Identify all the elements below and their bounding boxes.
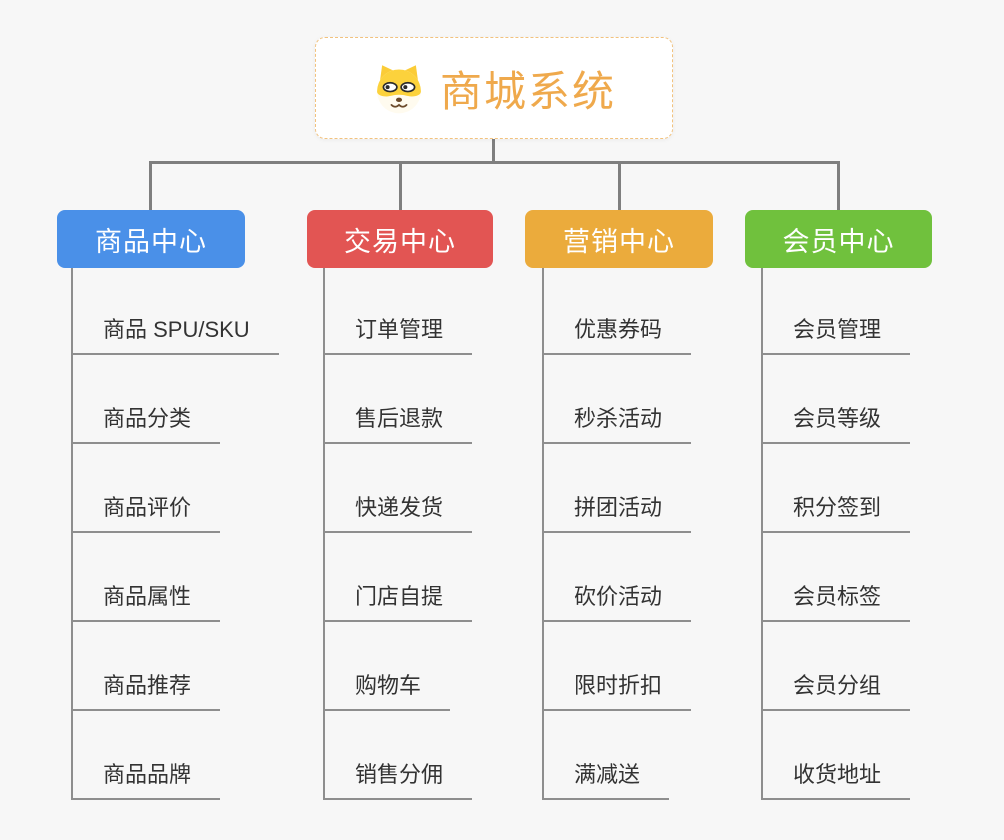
subtopic-node[interactable]: 会员等级 [761, 401, 911, 444]
subtopic-row: 秒杀活动 [542, 355, 692, 444]
subtopic-row: 积分签到 [761, 444, 911, 533]
subtopic-row: 商品 SPU/SKU [71, 268, 279, 355]
connector-drop-member-center [837, 161, 840, 210]
subtopic-row: 销售分佣 [323, 711, 473, 800]
subtopic-node[interactable]: 拼团活动 [542, 490, 692, 533]
subtopic-row: 订单管理 [323, 268, 473, 355]
subtopic-node[interactable]: 满减送 [542, 757, 670, 800]
root-node-title: 商城系统 [439, 67, 616, 115]
subtopic-node[interactable]: 积分签到 [761, 490, 911, 533]
subtopic-node[interactable]: 会员分组 [761, 668, 911, 711]
subtopic-row: 商品评价 [71, 444, 279, 533]
branch-node-label: 商品中心 [95, 226, 207, 257]
subtopic-row: 会员分组 [761, 622, 911, 711]
branch-node-member-center[interactable]: 会员中心 [745, 210, 932, 268]
subtopic-row: 满减送 [542, 711, 691, 800]
branch-node-label: 会员中心 [782, 226, 895, 257]
subtopic-node[interactable]: 会员标签 [761, 579, 911, 622]
branch-node-label: 交易中心 [344, 226, 456, 257]
subtopic-node[interactable]: 秒杀活动 [542, 401, 692, 444]
subtopic-node[interactable]: 砍价活动 [542, 579, 692, 622]
subtopic-row: 砍价活动 [542, 533, 692, 622]
dog-face-icon [377, 65, 421, 114]
branch-column-member-center: 会员管理 会员等级 积分签到 会员标签 会员分组 收货地址 [761, 268, 911, 800]
subtopic-row: 商品属性 [71, 533, 279, 622]
connector-drop-marketing-center [618, 161, 621, 210]
connector-bus [149, 161, 840, 164]
branch-column-product-center: 商品 SPU/SKU 商品分类 商品评价 商品属性 商品推荐 商品品牌 [71, 268, 279, 800]
subtopic-row: 商品分类 [71, 355, 279, 444]
subtopic-node[interactable]: 商品评价 [71, 490, 221, 533]
subtopic-node[interactable]: 商品推荐 [71, 668, 221, 711]
subtopic-row: 购物车 [323, 622, 472, 711]
subtopic-row: 商品品牌 [71, 711, 279, 800]
subtopic-node[interactable]: 商品属性 [71, 579, 221, 622]
subtopic-node[interactable]: 商品品牌 [71, 757, 221, 800]
root-node-mall-system[interactable]: 商城系统 [315, 37, 673, 139]
subtopic-row: 商品推荐 [71, 622, 279, 711]
subtopic-row: 收货地址 [761, 711, 911, 800]
connector-root-stub [492, 139, 495, 163]
subtopic-node[interactable]: 快递发货 [323, 490, 473, 533]
subtopic-row: 会员管理 [761, 268, 911, 355]
subtopic-row: 快递发货 [323, 444, 473, 533]
subtopic-row: 门店自提 [323, 533, 473, 622]
branch-column-marketing-center: 优惠券码 秒杀活动 拼团活动 砍价活动 限时折扣 满减送 [542, 268, 692, 800]
subtopic-node[interactable]: 会员管理 [761, 312, 911, 355]
branch-node-product-center[interactable]: 商品中心 [57, 210, 245, 268]
subtopic-row: 会员等级 [761, 355, 911, 444]
subtopic-node[interactable]: 限时折扣 [542, 668, 692, 711]
branch-node-label: 营销中心 [563, 226, 675, 257]
subtopic-node[interactable]: 商品分类 [71, 401, 221, 444]
subtopic-node[interactable]: 订单管理 [323, 312, 473, 355]
branch-column-trade-center: 订单管理 售后退款 快递发货 门店自提 购物车 销售分佣 [323, 268, 473, 800]
subtopic-row: 限时折扣 [542, 622, 692, 711]
branch-node-marketing-center[interactable]: 营销中心 [525, 210, 713, 268]
branch-node-trade-center[interactable]: 交易中心 [307, 210, 493, 268]
connector-drop-product-center [149, 161, 152, 210]
subtopic-node[interactable]: 优惠券码 [542, 312, 692, 355]
subtopic-node[interactable]: 商品 SPU/SKU [71, 312, 279, 355]
subtopic-node[interactable]: 收货地址 [761, 757, 911, 800]
subtopic-row: 拼团活动 [542, 444, 692, 533]
subtopic-node[interactable]: 售后退款 [323, 401, 473, 444]
subtopic-row: 优惠券码 [542, 268, 692, 355]
connector-drop-trade-center [399, 161, 402, 210]
subtopic-node[interactable]: 门店自提 [323, 579, 473, 622]
subtopic-node[interactable]: 购物车 [323, 668, 451, 711]
subtopic-node[interactable]: 销售分佣 [323, 757, 473, 800]
subtopic-row: 售后退款 [323, 355, 473, 444]
subtopic-row: 会员标签 [761, 533, 911, 622]
